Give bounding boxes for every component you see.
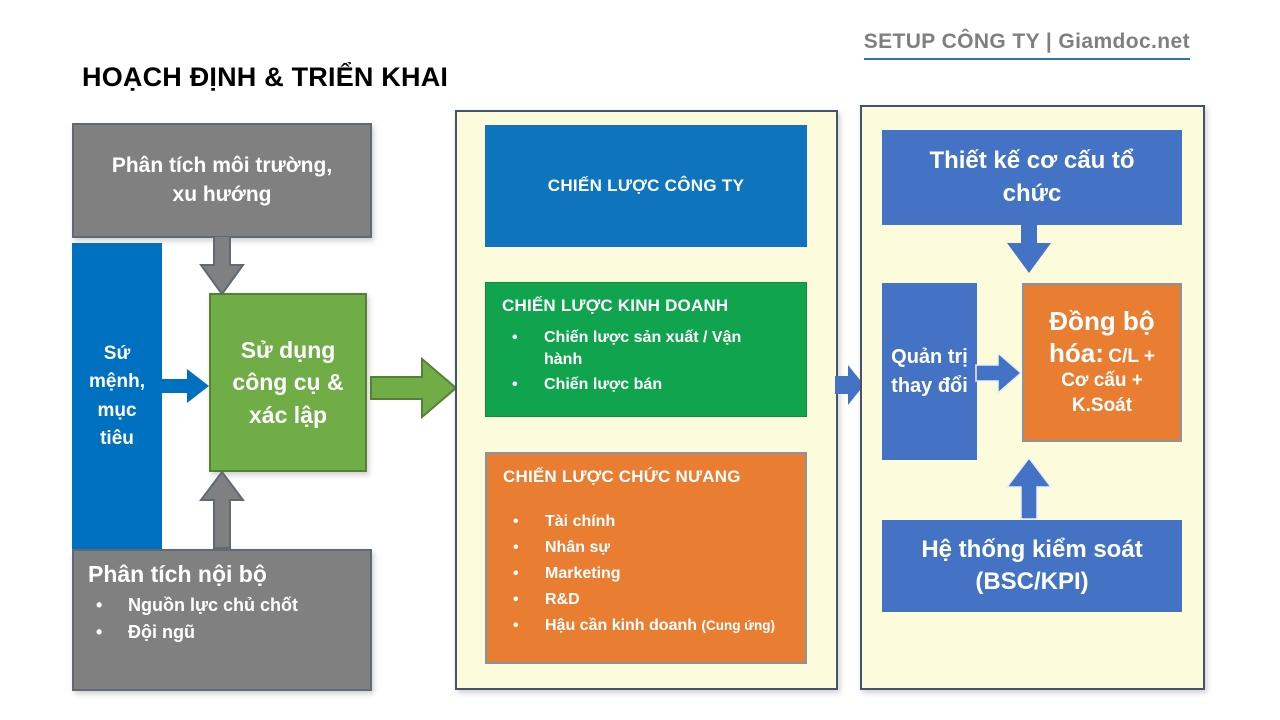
- business-strategy-box: CHIẾN LƯỢC KINH DOANH Chiến lược sản xuấ…: [485, 282, 807, 417]
- control-system-label: Hệ thống kiểm soát (BSC/KPI): [921, 535, 1143, 595]
- arrow-right-mission-to-tools-icon: [161, 369, 209, 403]
- functional-strategy-list: Tài chính Nhân sự Marketing R&D Hậu cần …: [503, 509, 789, 639]
- list-item: Nhân sự: [503, 535, 789, 561]
- company-strategy-title: CHIẾN LƯỢC CÔNG TY: [547, 176, 745, 195]
- environment-analysis-label: Phân tích môi trường, xu hướng: [111, 154, 333, 206]
- arrow-right-strategy-to-execution-icon: [835, 365, 864, 405]
- arrow-right-change-to-sync-icon: [975, 351, 1023, 395]
- list-item: Tài chính: [503, 509, 789, 535]
- functional-strategy-box: CHIẾN LƯỢC CHỨC NƯANG Tài chính Nhân sự …: [485, 452, 807, 664]
- strategy-panel: CHIẾN LƯỢC CÔNG TY CHIẾN LƯỢC KINH DOANH…: [455, 110, 838, 690]
- internal-analysis-title: Phân tích nội bộ: [88, 561, 267, 587]
- internal-analysis-list: Nguồn lực chủ chốt Đội ngũ: [86, 592, 358, 646]
- mission-goals-box: Sứ mệnh, mục tiêu: [72, 243, 162, 550]
- environment-analysis-box: Phân tích môi trường, xu hướng: [72, 123, 372, 238]
- company-strategy-box: CHIẾN LƯỢC CÔNG TY: [485, 125, 807, 247]
- functional-strategy-title: CHIẾN LƯỢC CHỨC NƯANG: [503, 467, 741, 486]
- use-tools-label: Sử dụng công cụ & xác lập: [232, 337, 344, 428]
- list-item: Đội ngũ: [86, 619, 358, 646]
- mission-goals-label: Sứ mệnh, mục tiêu: [89, 342, 145, 450]
- use-tools-box: Sử dụng công cụ & xác lập: [209, 293, 367, 472]
- list-item: Hậu cần kinh doanh (Cung ứng): [503, 613, 789, 639]
- synchronization-label: Đồng bộ hóa: C/L + Cơ cấu + K.Soát: [1034, 306, 1170, 418]
- list-item: Chiến lược bán: [502, 374, 766, 396]
- synchronization-lead: Đồng bộ hóa:: [1049, 306, 1155, 368]
- arrow-down-env-to-tools-icon: [199, 236, 245, 296]
- synchronization-rest: C/L + Cơ cấu + K.Soát: [1061, 345, 1155, 416]
- org-structure-design-label: Thiết kế cơ cấu tổ chức: [929, 147, 1135, 207]
- change-management-box: Quản trị thay đổi: [882, 283, 977, 460]
- page-title: HOẠCH ĐỊNH & TRIỂN KHAI: [82, 62, 449, 92]
- list-item: Chiến lược sản xuất / Vận hành: [502, 327, 766, 370]
- list-item: R&D: [503, 587, 789, 613]
- control-system-box: Hệ thống kiểm soát (BSC/KPI): [882, 520, 1182, 612]
- list-item-text: Hậu cần kinh doanh: [545, 616, 698, 634]
- list-item: Nguồn lực chủ chốt: [86, 592, 358, 619]
- business-strategy-list: Chiến lược sản xuất / Vận hành Chiến lượ…: [502, 327, 790, 396]
- arrow-up-internal-to-tools-icon: [199, 471, 245, 549]
- list-item-suffix: (Cung ứng): [701, 617, 775, 633]
- arrow-down-design-to-sync-icon: [1007, 225, 1051, 273]
- synchronization-box: Đồng bộ hóa: C/L + Cơ cấu + K.Soát: [1022, 283, 1182, 442]
- org-structure-design-box: Thiết kế cơ cấu tổ chức: [882, 130, 1182, 225]
- list-item: Marketing: [503, 561, 789, 587]
- change-management-label: Quản trị thay đổi: [891, 345, 968, 397]
- brand-header: SETUP CÔNG TY | Giamdoc.net: [863, 30, 1190, 60]
- internal-analysis-box: Phân tích nội bộ Nguồn lực chủ chốt Đội …: [72, 549, 372, 691]
- arrow-up-control-to-sync-icon: [1005, 457, 1053, 520]
- business-strategy-title: CHIẾN LƯỢC KINH DOANH: [502, 296, 729, 315]
- execution-panel: Thiết kế cơ cấu tổ chức Quản trị thay đổ…: [860, 105, 1205, 690]
- arrow-right-tools-to-strategy-icon: [370, 357, 458, 419]
